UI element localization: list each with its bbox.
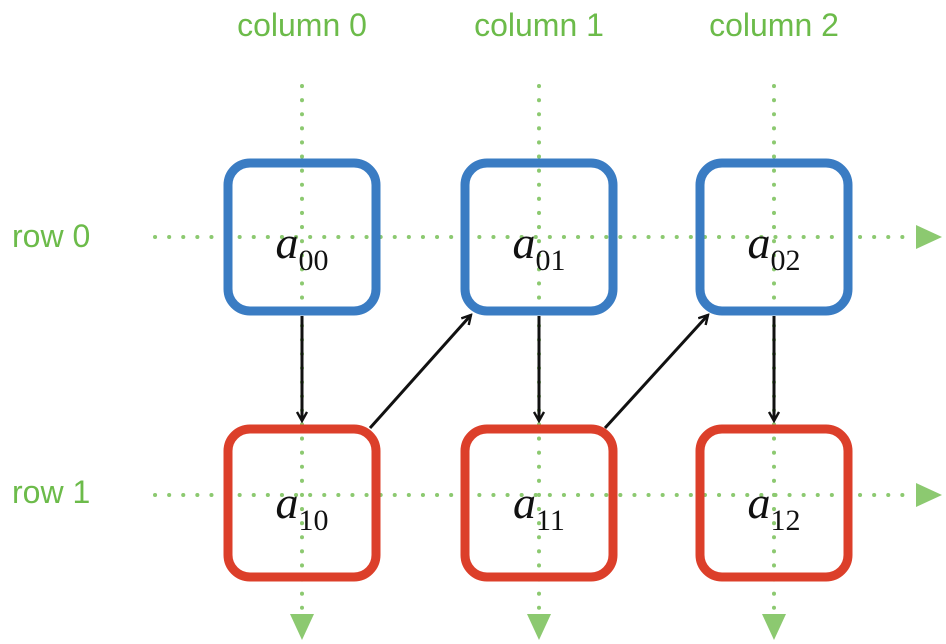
cell-a01: a01 bbox=[460, 158, 618, 316]
cell-label: a12 bbox=[748, 477, 801, 537]
cell-box bbox=[223, 424, 381, 582]
column-label-0: column 0 bbox=[237, 7, 367, 43]
row-axis-arrowhead-0 bbox=[916, 225, 942, 249]
column-axis-arrowhead-0 bbox=[290, 614, 314, 640]
cell-box bbox=[695, 158, 853, 316]
cell-a11: a11 bbox=[460, 424, 618, 582]
cell-label: a02 bbox=[748, 217, 801, 277]
row-label-0: row 0 bbox=[12, 218, 90, 254]
column-axis-arrowhead-2 bbox=[762, 614, 786, 640]
column-axis-lines bbox=[290, 84, 786, 640]
cell-a00: a00 bbox=[223, 158, 381, 316]
arrow-a10-to-a01 bbox=[368, 315, 471, 429]
cell-a10: a10 bbox=[223, 424, 381, 582]
cell-label: a00 bbox=[276, 217, 329, 277]
cell-box bbox=[695, 424, 853, 582]
cell-label: a10 bbox=[276, 477, 329, 537]
cell-box bbox=[223, 158, 381, 316]
cell-label: a11 bbox=[513, 477, 565, 537]
row-axis-arrowhead-1 bbox=[916, 483, 942, 507]
arrow-a11-to-a02 bbox=[603, 315, 708, 430]
row-label-1: row 1 bbox=[12, 474, 90, 510]
cell-a12: a12 bbox=[695, 424, 853, 582]
cell-box bbox=[460, 158, 618, 316]
traversal-arrows bbox=[302, 315, 774, 430]
cell-a02: a02 bbox=[695, 158, 853, 316]
column-label-1: column 1 bbox=[474, 7, 604, 43]
row-axis-lines bbox=[153, 225, 942, 507]
cell-box bbox=[460, 424, 618, 582]
column-axis-arrowhead-1 bbox=[527, 614, 551, 640]
cell-label: a01 bbox=[513, 217, 566, 277]
column-label-2: column 2 bbox=[709, 7, 839, 43]
